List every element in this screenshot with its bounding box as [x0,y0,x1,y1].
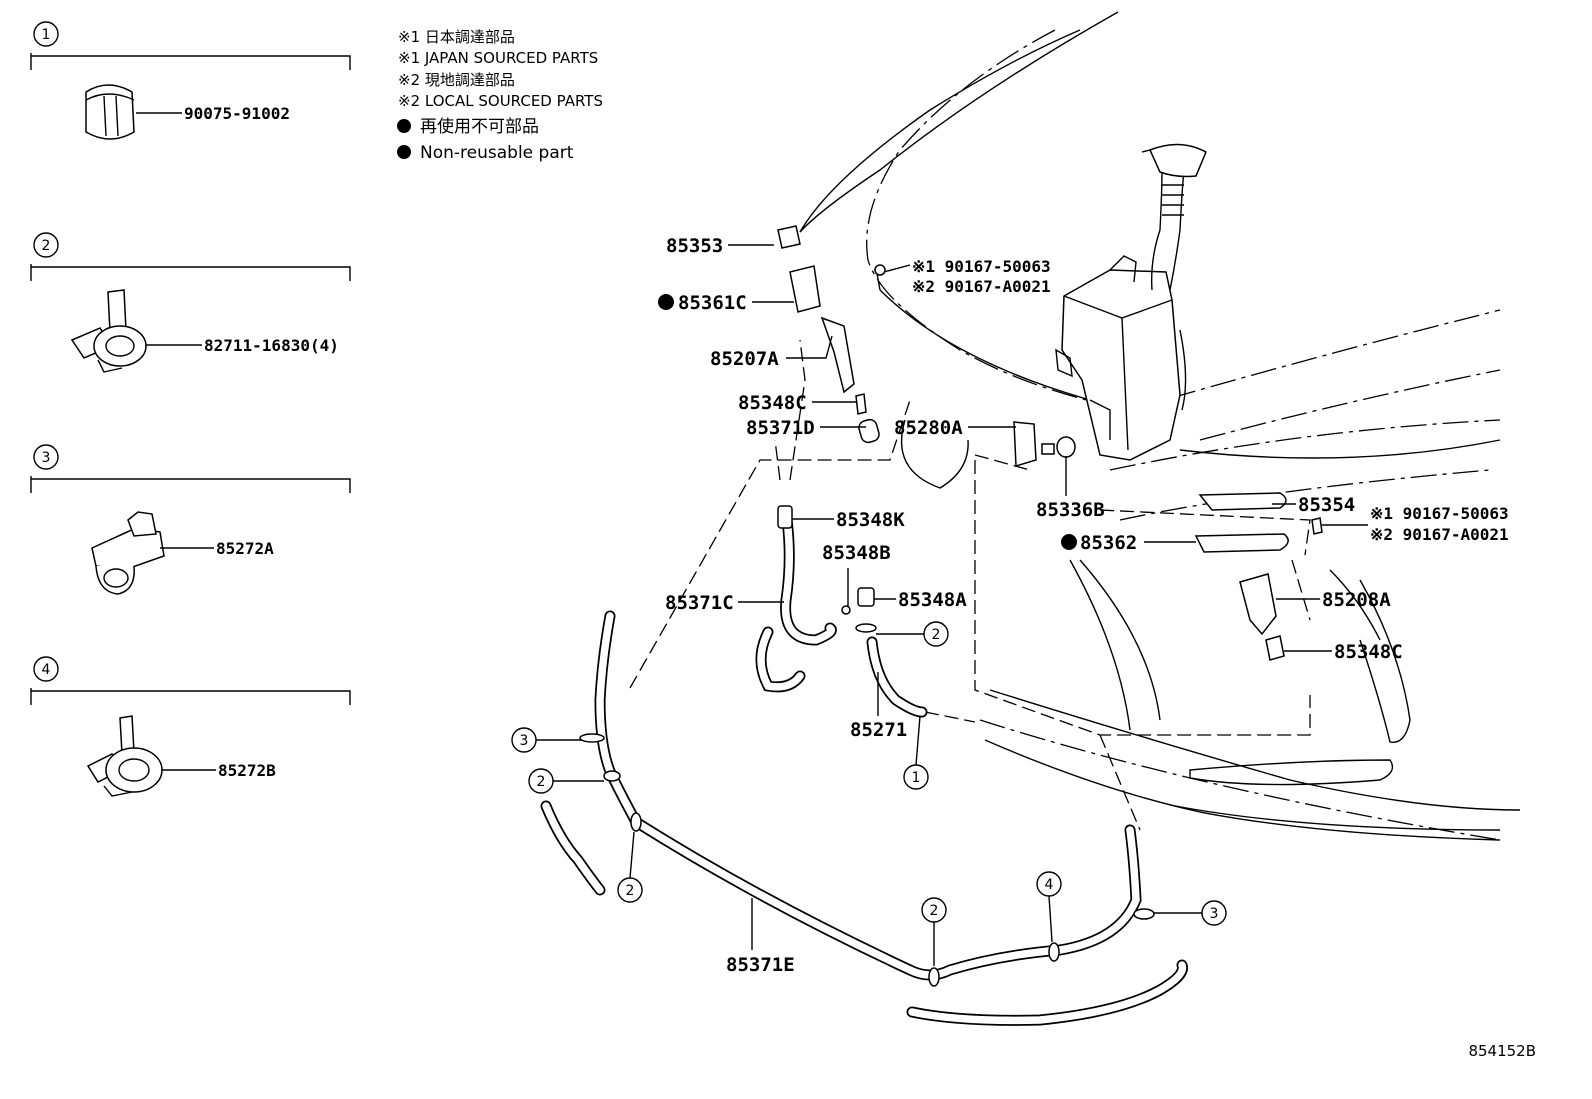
right-washer-nozzle [1194,492,1323,661]
label-85208a[interactable]: 85208A [1322,589,1391,611]
label-85348c-left[interactable]: 85348C [738,392,807,414]
legend-part-4[interactable]: 85272B [218,761,276,780]
legend-item-1: 1 90075-91002 [30,21,351,140]
label-85348c-right[interactable]: 85348C [1334,641,1403,663]
legend-number-4: 4 [42,662,51,678]
legend-number-1: 1 [42,27,51,43]
callout-right-3[interactable]: 3 [1210,906,1219,922]
figure-id: 854152B [1468,1042,1536,1060]
callout-85348a-clip[interactable]: 2 [932,627,941,643]
legend-number-3: 3 [42,450,51,466]
nonreusable-dot-icon [1061,534,1077,550]
nonreusable-dot-icon [658,294,674,310]
label-bolt-top-2[interactable]: ※2 90167-A0021 [912,277,1051,296]
label-bolt-right-1[interactable]: ※1 90167-50063 [1370,504,1509,523]
label-85348k[interactable]: 85348K [836,509,905,531]
note-local-jp: ※2 現地調達部品 [398,71,515,89]
label-85371c[interactable]: 85371C [665,592,734,614]
legend-part-2[interactable]: 82711-16830(4) [204,336,339,355]
label-85348a[interactable]: 85348A [898,589,967,611]
note-local-en: ※2 LOCAL SOURCED PARTS [398,92,603,110]
callout-left-2b[interactable]: 2 [626,883,635,899]
connector-85348k-icon [777,505,793,529]
label-85371d[interactable]: 85371D [746,417,815,439]
hose-clip-large-icon [86,715,163,797]
nonreusable-dot-icon [397,119,411,133]
callout-bottom-4[interactable]: 4 [1045,877,1054,893]
label-bolt-top-1[interactable]: ※1 90167-50063 [912,257,1051,276]
washer-pump [900,419,1076,489]
note-japan-en: ※1 JAPAN SOURCED PARTS [398,49,598,67]
label-85348b[interactable]: 85348B [822,542,891,564]
legend-item-4: 4 85272B [30,656,351,797]
part-labels: 85353 85361C 85207A 85348C 85371D 85280A… [658,235,1509,976]
callout-85271-clamp[interactable]: 1 [912,770,921,786]
nonreusable-dot-icon [397,145,411,159]
label-85361c[interactable]: 85361C [678,292,747,314]
note-nonreusable-en: Non-reusable part [420,143,574,163]
label-85354[interactable]: 85354 [1298,494,1355,516]
label-bolt-right-2[interactable]: ※2 90167-A0021 [1370,525,1509,544]
left-washer-nozzle [777,225,886,444]
legend-panel: 1 90075-91002 2 82711-16830(4) [30,21,351,797]
callouts: 2 1 3 2 2 2 4 3 [511,621,1227,966]
legend-number-2: 2 [42,238,51,254]
legend-item-2: 2 82711-16830(4) [30,232,351,373]
vehicle-body-outline [629,11,1521,841]
hose-clip-icon [70,289,147,373]
connector-85348a-icon [857,587,875,607]
legend-part-3[interactable]: 85272A [216,539,274,558]
washer-tank [1055,143,1207,461]
callout-bottom-2[interactable]: 2 [930,903,939,919]
legend-part-1[interactable]: 90075-91002 [184,104,290,123]
label-85271[interactable]: 85271 [850,719,907,741]
note-nonreusable-jp: 再使用不可部品 [420,116,539,137]
label-85353[interactable]: 85353 [666,235,723,257]
legend-item-3: 3 85272A [30,444,351,595]
clamp-ring-icon [85,84,135,140]
label-85207a[interactable]: 85207A [710,348,779,370]
label-85280a[interactable]: 85280A [894,417,963,439]
label-85362[interactable]: 85362 [1080,532,1137,554]
notes-block: ※1 日本調達部品 ※1 JAPAN SOURCED PARTS ※2 現地調達… [397,28,603,163]
note-japan-jp: ※1 日本調達部品 [398,28,515,46]
callout-left-2a[interactable]: 2 [537,774,546,790]
label-85371e[interactable]: 85371E [726,954,795,976]
hose-clamp-bracket-icon [91,511,165,595]
washer-hoses [540,505,1188,1026]
callout-left-3[interactable]: 3 [520,733,529,749]
label-85336b[interactable]: 85336B [1036,499,1105,521]
